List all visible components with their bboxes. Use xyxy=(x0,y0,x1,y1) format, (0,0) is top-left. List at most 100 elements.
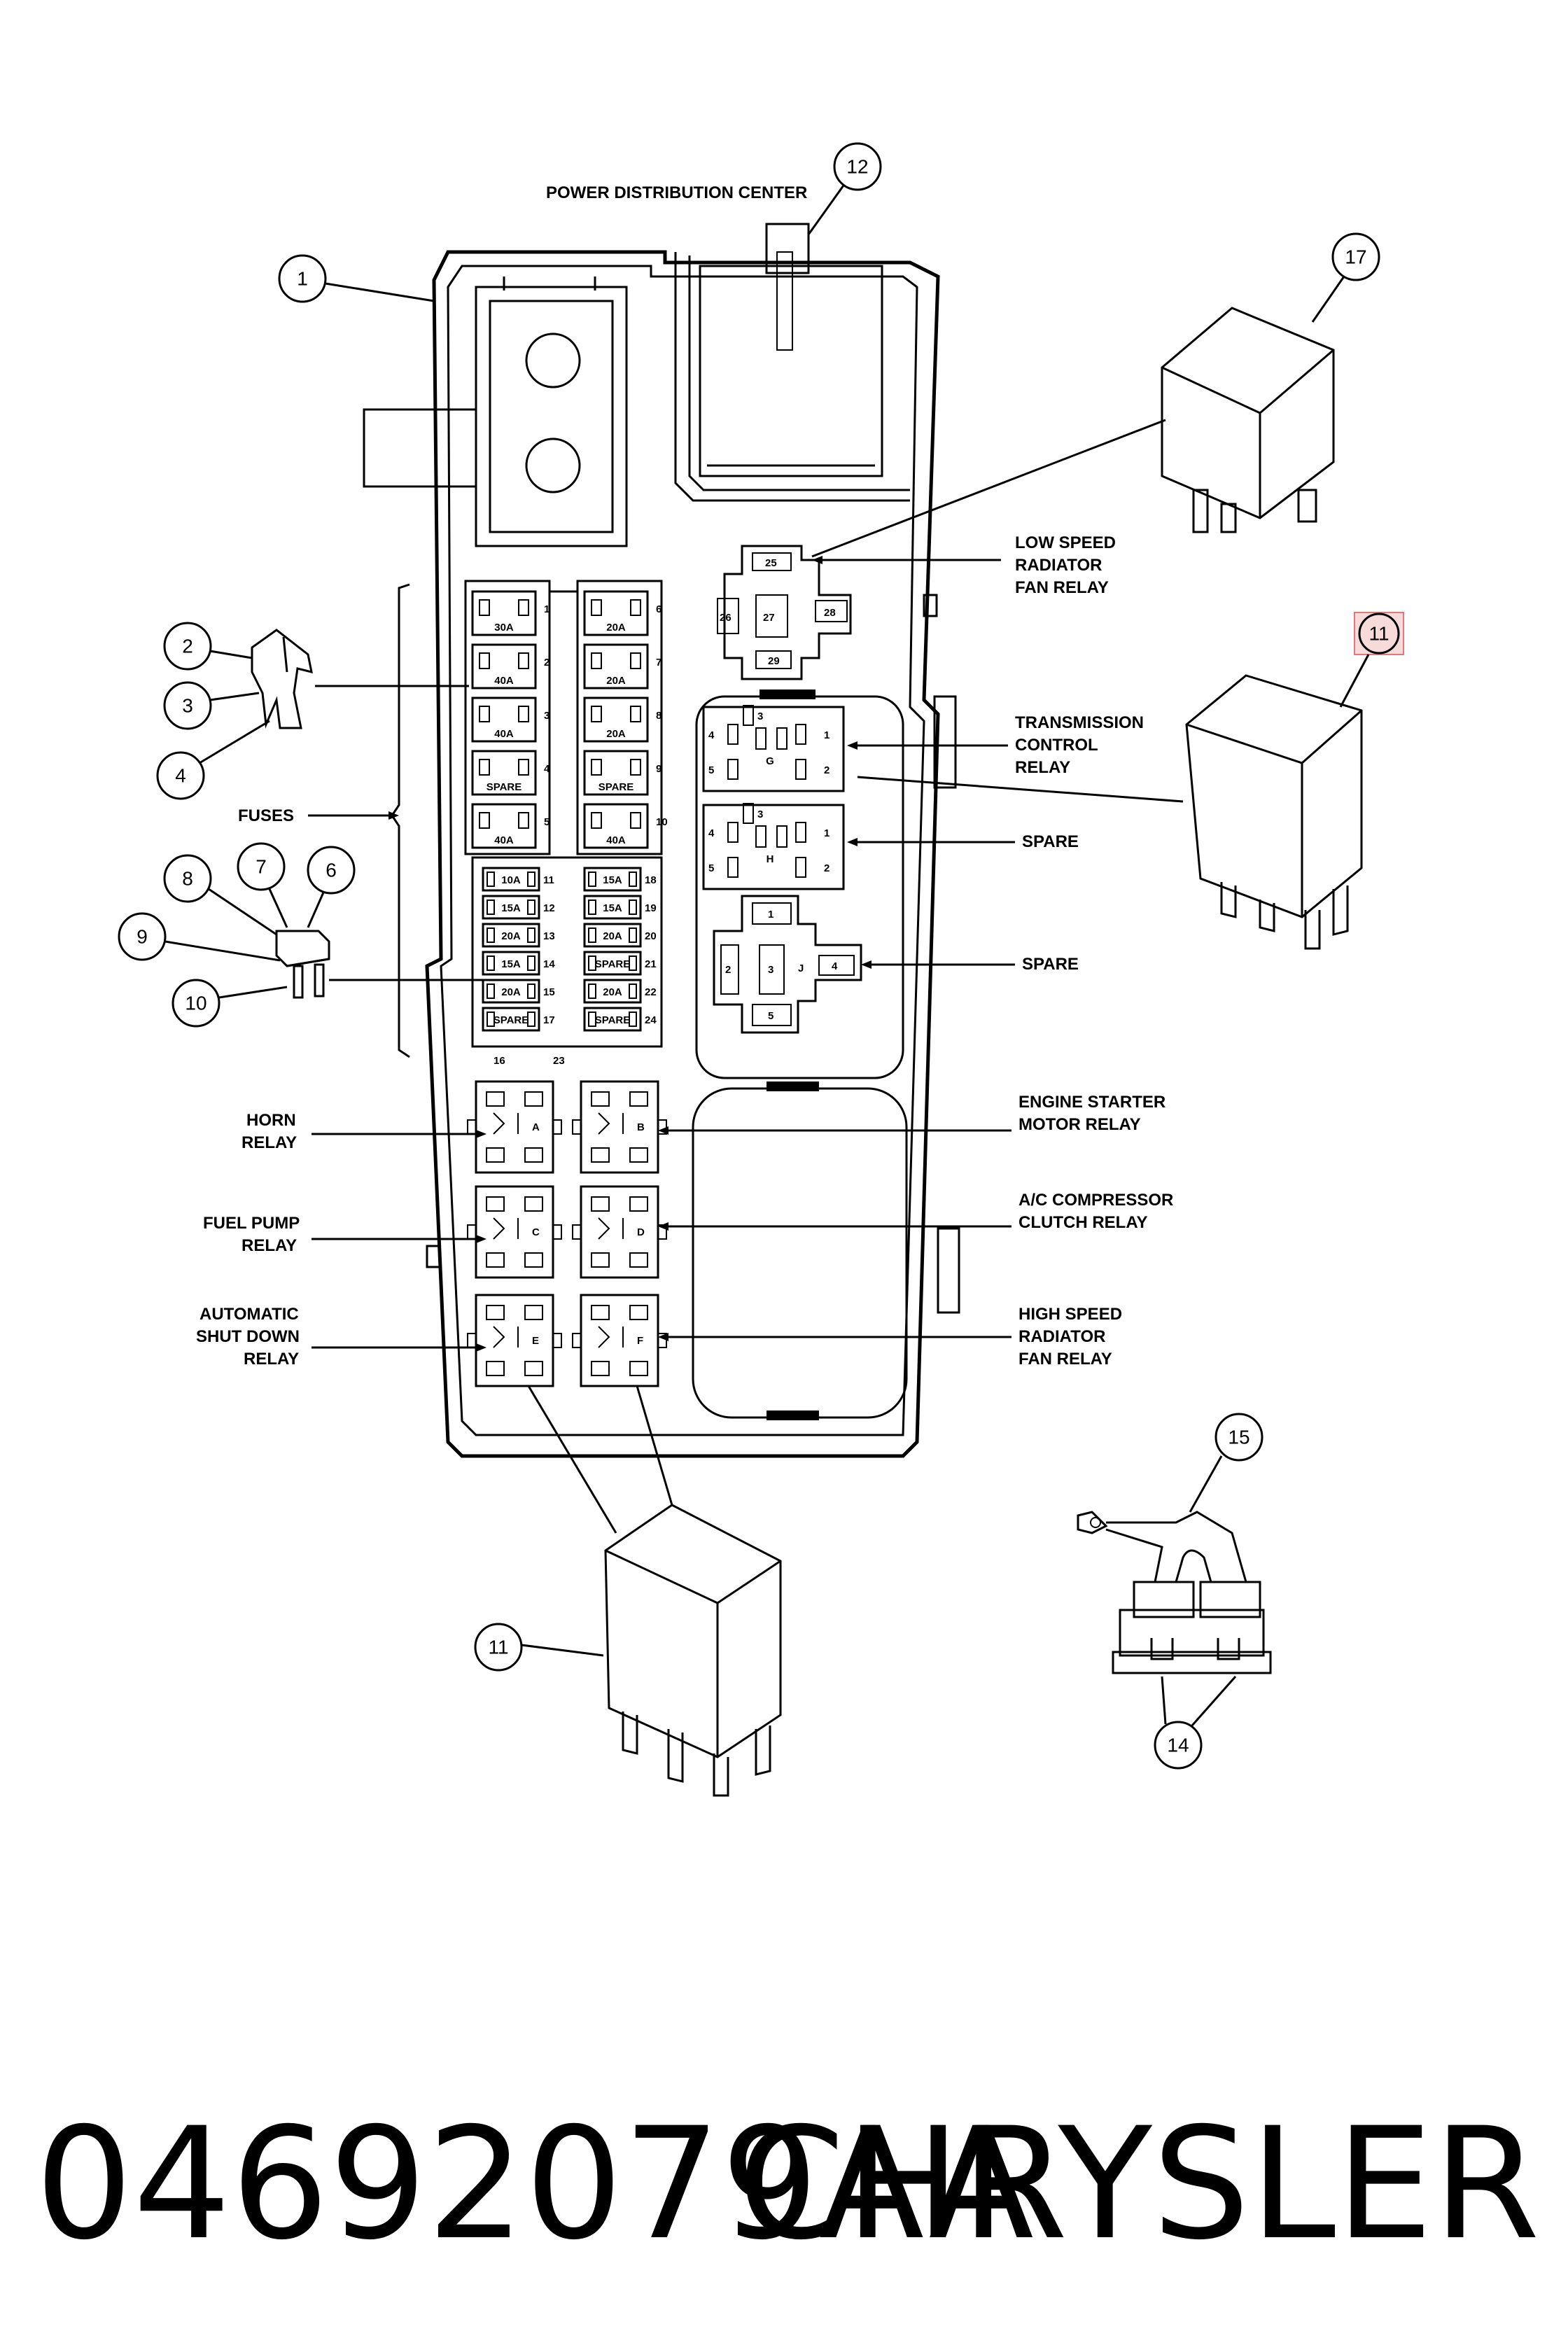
callout-14: 14 xyxy=(1167,1735,1189,1756)
maxi-fuse-number: 9 xyxy=(656,763,662,775)
low-speed-fan-relay-socket: 25 26 27 28 29 xyxy=(717,545,852,680)
relay-pin: 3 xyxy=(757,710,763,722)
relay-cavity-frame xyxy=(702,706,845,792)
ac-relay-label-1: A/C COMPRESSOR xyxy=(1018,1191,1173,1210)
callout-10-circle xyxy=(172,979,220,1028)
mini-fuse-23: 23 xyxy=(553,1055,565,1067)
highlight-box xyxy=(1354,612,1404,655)
transmission-relay-label-3: RELAY xyxy=(1015,758,1070,777)
relay-pin: 1 xyxy=(824,729,830,741)
part-number: 04692079AA xyxy=(35,2094,1034,2274)
callout-14-circle xyxy=(1154,1721,1203,1770)
callout-4-circle xyxy=(156,751,205,800)
maxi-fuse-4: SPARE 4 xyxy=(471,750,550,796)
relay-j-pin-3: 3 xyxy=(768,964,774,976)
callout-12-circle xyxy=(833,142,882,191)
iso-relay-letter: D xyxy=(637,1226,645,1238)
mini-fuse-rating: SPARE xyxy=(595,958,631,970)
horn-relay-label-1: HORN xyxy=(246,1111,296,1130)
maxi-fuse-number: 10 xyxy=(656,816,668,828)
mini-fuse-rating: SPARE xyxy=(493,1014,529,1026)
iso-relay-cavities: A B C D E F xyxy=(467,1080,667,1387)
callout-3-circle xyxy=(163,681,212,730)
mini-fuse-number: 21 xyxy=(645,958,657,970)
mini-fuse-17: SPARE 17 xyxy=(482,1007,555,1032)
maxi-fuse-rating: 40A xyxy=(494,834,514,846)
iso-relay-letter: A xyxy=(532,1121,540,1133)
mini-fuse-component xyxy=(275,930,330,999)
maxi-fuse-number: 8 xyxy=(656,710,662,722)
relay-cavity-frame xyxy=(702,804,845,890)
horn-relay-label-2: RELAY xyxy=(241,1133,297,1152)
socket-26: 26 xyxy=(720,612,732,624)
mini-fuse-rating: 15A xyxy=(603,874,622,886)
relay-pin: 2 xyxy=(824,764,830,776)
mini-fuse-number: 24 xyxy=(645,1014,657,1026)
callout-9-circle xyxy=(118,912,167,961)
high-speed-fan-relay-label-2: RADIATOR xyxy=(1018,1327,1105,1346)
mini-fuse-number: 17 xyxy=(543,1014,555,1026)
callout-8-circle xyxy=(163,854,212,903)
low-speed-fan-relay-label-1: LOW SPEED xyxy=(1015,533,1116,552)
maxi-fuse-rating: 30A xyxy=(494,622,514,634)
iso-relay-e: E xyxy=(467,1294,562,1387)
pdc-housing xyxy=(363,223,960,1458)
mini-fuse-18: 15A 18 xyxy=(583,867,657,892)
iso-relay-c: C xyxy=(467,1185,562,1279)
iso-relay-letter: C xyxy=(532,1226,540,1238)
mini-fuse-number: 14 xyxy=(543,958,555,970)
iso-relay-f: F xyxy=(572,1294,667,1387)
mini-fuse-number: 20 xyxy=(645,930,657,942)
mini-fuse-rating: 20A xyxy=(501,986,521,998)
callout-3: 3 xyxy=(182,695,193,717)
starter-relay-label-1: ENGINE STARTER xyxy=(1018,1093,1166,1112)
ac-relay-label-2: CLUTCH RELAY xyxy=(1018,1213,1147,1232)
mini-fuse-number: 18 xyxy=(645,874,657,886)
callout-7: 7 xyxy=(255,856,267,878)
mini-fuse-21: SPARE 21 xyxy=(583,951,657,976)
relay-j-pin-2: 2 xyxy=(725,964,731,976)
mini-fuse-14: 15A 14 xyxy=(482,951,555,976)
maxi-fuse-number: 7 xyxy=(656,657,662,668)
iso-relay-letter: F xyxy=(637,1335,643,1347)
mini-fuse-rating: 20A xyxy=(501,930,521,942)
relay-j-pin-5: 5 xyxy=(768,1010,774,1022)
iso-relay-letter: B xyxy=(637,1121,645,1133)
asd-relay-label-3: RELAY xyxy=(244,1350,299,1368)
relay-17 xyxy=(1161,307,1335,533)
relay-11-bottom xyxy=(604,1504,782,1797)
iso-relay-b: B xyxy=(572,1080,667,1174)
relay-j-pin-4: 4 xyxy=(832,960,838,972)
callout-15-circle xyxy=(1214,1413,1264,1462)
transmission-relay-label-2: CONTROL xyxy=(1015,736,1098,755)
relay-letter: G xyxy=(766,755,774,767)
mini-fuse-rating: 15A xyxy=(501,958,521,970)
callout-15: 15 xyxy=(1228,1427,1250,1448)
relay-pin: 4 xyxy=(708,729,715,741)
callout-1: 1 xyxy=(297,268,308,290)
callout-4: 4 xyxy=(175,765,186,787)
high-speed-fan-relay-label-3: FAN RELAY xyxy=(1018,1350,1112,1368)
socket-29: 29 xyxy=(768,655,780,667)
callout-9: 9 xyxy=(136,926,148,948)
maxi-fuse-rating: SPARE xyxy=(486,781,522,793)
callout-8: 8 xyxy=(182,868,193,890)
mini-fuse-rating: 15A xyxy=(501,902,521,914)
maxi-fuse-number: 4 xyxy=(544,763,550,775)
socket-25: 25 xyxy=(765,557,777,569)
mini-relay-area xyxy=(695,695,904,1079)
empty-cavity xyxy=(692,1087,908,1419)
